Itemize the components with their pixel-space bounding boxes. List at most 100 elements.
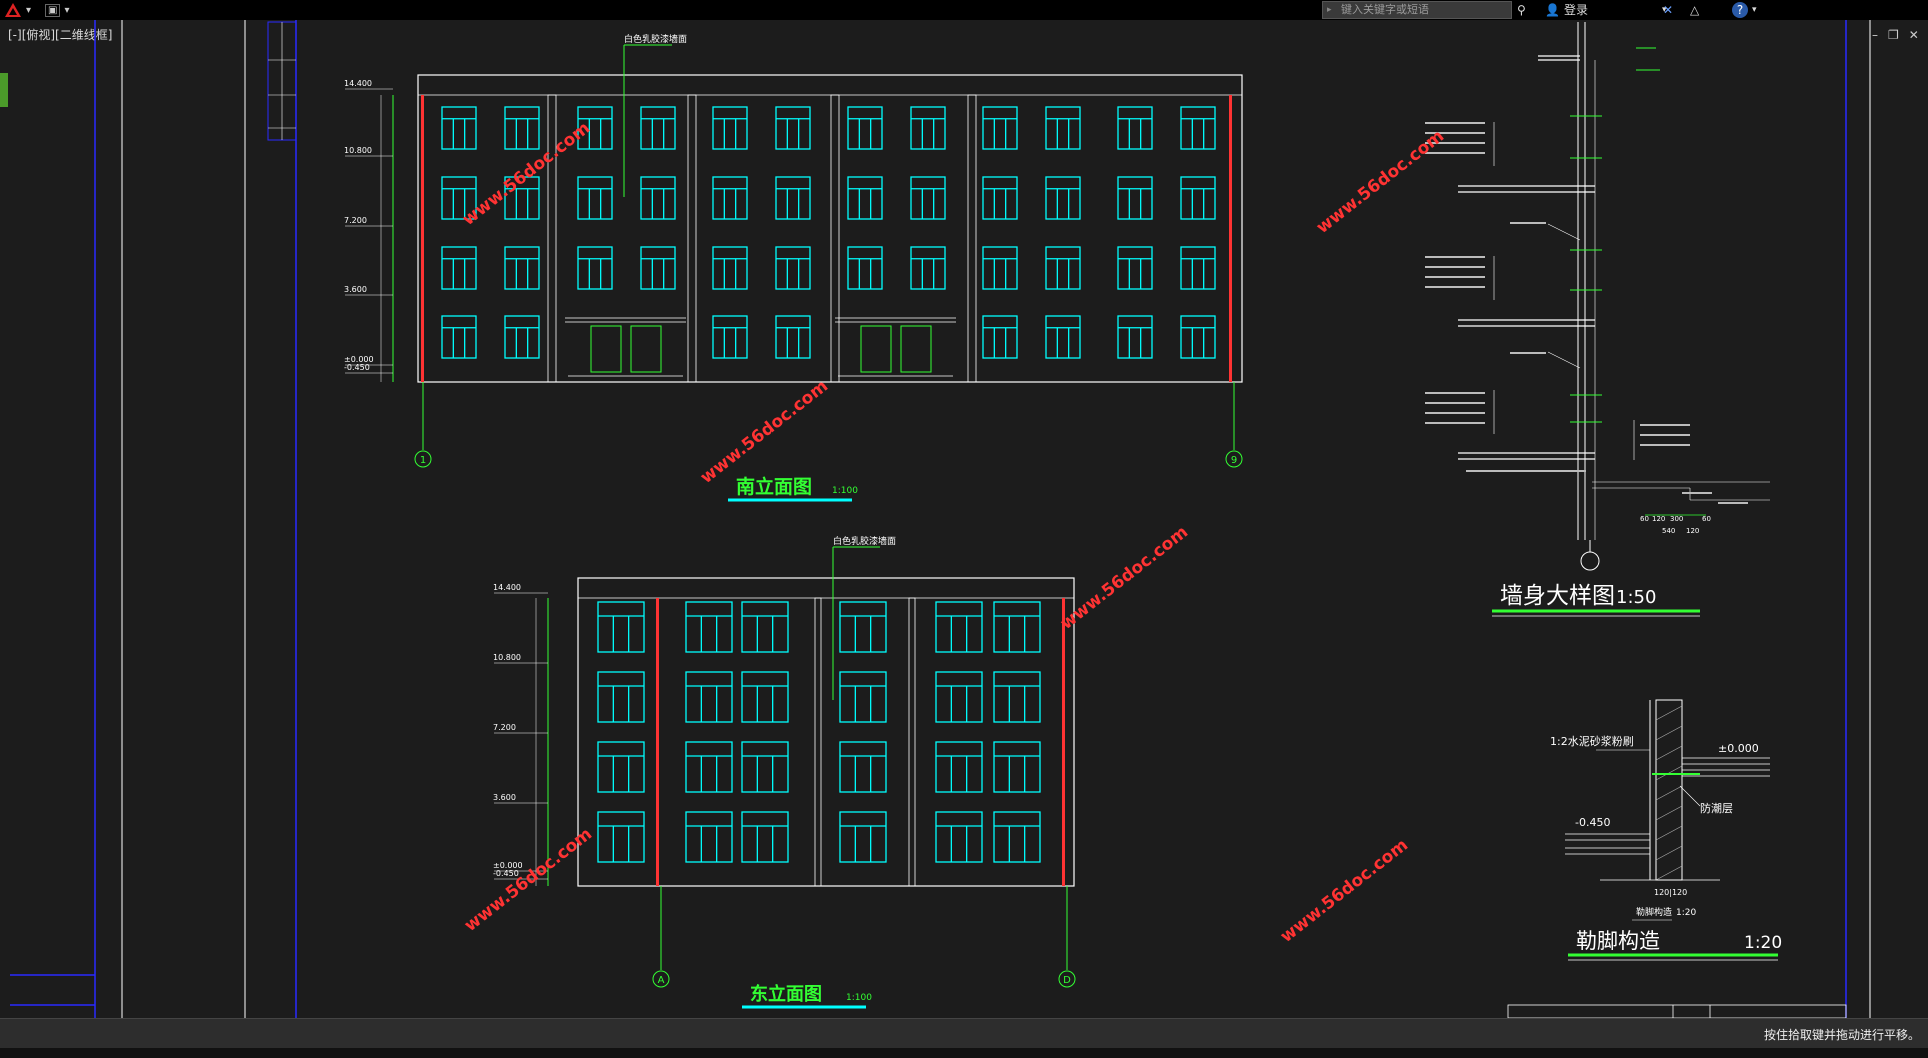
window bbox=[839, 671, 887, 723]
annotation-text-lines bbox=[1425, 122, 1748, 504]
level-text: 14.400 bbox=[493, 583, 521, 592]
left-palette-tab[interactable] bbox=[0, 73, 8, 107]
level-text: ±0.000 bbox=[493, 861, 523, 870]
pier bbox=[967, 94, 977, 383]
bottom-strip bbox=[0, 1048, 1928, 1058]
window bbox=[741, 741, 789, 793]
close-icon[interactable]: ✕ bbox=[1908, 28, 1919, 42]
login-button[interactable]: 👤 登录 ▾ bbox=[1545, 1, 1667, 19]
autocad-logo-icon[interactable] bbox=[4, 2, 22, 18]
svg-text:540: 540 bbox=[1662, 527, 1675, 535]
window bbox=[577, 106, 613, 150]
app-menu-dropdown-icon[interactable]: ▾ bbox=[26, 4, 32, 16]
window bbox=[1180, 315, 1216, 359]
window bbox=[1117, 176, 1153, 220]
plinth-hatch bbox=[1655, 705, 1683, 881]
watermark-3: www.56doc.com bbox=[1057, 522, 1192, 634]
window bbox=[839, 741, 887, 793]
restore-icon[interactable]: ❐ bbox=[1888, 28, 1899, 42]
window bbox=[775, 246, 811, 290]
pier bbox=[830, 94, 840, 383]
south-canopies bbox=[565, 317, 956, 377]
window bbox=[441, 176, 477, 220]
window bbox=[839, 601, 887, 653]
save-icon[interactable]: ▣ bbox=[45, 3, 61, 17]
plinth-level2: -0.450 bbox=[1575, 816, 1610, 829]
window bbox=[935, 741, 983, 793]
south-title: 南立面图 bbox=[736, 475, 812, 498]
svg-text:300: 300 bbox=[1670, 515, 1683, 523]
drawing-canvas[interactable]: 白色乳胶漆墙面 14.40010.8007.2003.600±0.000-0.4… bbox=[0, 20, 1928, 1018]
window bbox=[982, 106, 1018, 150]
south-piers bbox=[417, 94, 1243, 383]
window bbox=[775, 176, 811, 220]
window bbox=[577, 176, 613, 220]
svg-text:60: 60 bbox=[1640, 515, 1649, 523]
window bbox=[504, 176, 540, 220]
viewport-label[interactable]: [-][俯视][二维线框] bbox=[8, 28, 113, 42]
drawing-border bbox=[10, 20, 1847, 1018]
window bbox=[1180, 176, 1216, 220]
window bbox=[982, 315, 1018, 359]
level-text: -0.450 bbox=[344, 363, 370, 372]
window bbox=[685, 671, 733, 723]
search-expand-icon[interactable]: ▸ bbox=[1327, 5, 1332, 15]
autodesk360-icon[interactable]: △ bbox=[1690, 3, 1700, 17]
window bbox=[775, 315, 811, 359]
window bbox=[441, 246, 477, 290]
svg-text:60: 60 bbox=[1702, 515, 1711, 523]
pier bbox=[814, 597, 822, 887]
east-piers bbox=[814, 597, 916, 887]
east-windows bbox=[597, 601, 1041, 863]
title-block bbox=[1507, 1004, 1847, 1018]
watermark-1: www.56doc.com bbox=[459, 118, 594, 230]
window bbox=[577, 246, 613, 290]
window bbox=[712, 315, 748, 359]
window bbox=[597, 811, 645, 863]
help-icon[interactable]: ? bbox=[1732, 2, 1748, 18]
window bbox=[640, 246, 676, 290]
status-bar: 按住拾取键并拖动进行平移。 bbox=[0, 1018, 1928, 1049]
plinth-title: 勒脚构造 bbox=[1576, 929, 1660, 953]
window bbox=[441, 315, 477, 359]
window bbox=[935, 811, 983, 863]
pier bbox=[687, 94, 697, 383]
window bbox=[685, 811, 733, 863]
window bbox=[910, 246, 946, 290]
south-windows bbox=[441, 106, 1216, 359]
south-scale: 1:100 bbox=[832, 486, 858, 496]
search-input[interactable]: ▸ 键入关键字或短语 bbox=[1322, 1, 1512, 19]
exchange-icon[interactable]: ✕ bbox=[1663, 3, 1674, 17]
pier bbox=[547, 94, 557, 383]
window bbox=[504, 106, 540, 150]
drawing-window-controls: – ❐ ✕ bbox=[1872, 28, 1919, 42]
status-text: 按住拾取键并拖动进行平移。 bbox=[1763, 1028, 1920, 1042]
east-elevation: 白色乳胶漆墙面 14.40010.8007.2003.600±0.000-0.4… bbox=[493, 535, 1076, 1009]
window bbox=[712, 246, 748, 290]
window bbox=[982, 176, 1018, 220]
help-dropdown-icon[interactable]: ▾ bbox=[1752, 5, 1757, 15]
east-title: 东立面图 bbox=[750, 983, 822, 1005]
watermark-5: www.56doc.com bbox=[461, 824, 596, 936]
window bbox=[775, 106, 811, 150]
window bbox=[441, 106, 477, 150]
watermarks: www.56doc.com www.56doc.com www.56doc.co… bbox=[459, 118, 1448, 947]
window bbox=[993, 741, 1041, 793]
east-axis-right-bubble bbox=[1058, 970, 1076, 988]
window bbox=[1045, 246, 1081, 290]
window bbox=[1117, 246, 1153, 290]
level-text: 10.800 bbox=[493, 653, 521, 662]
window bbox=[597, 741, 645, 793]
binoculars-icon[interactable]: ⚲ bbox=[1517, 3, 1526, 17]
login-label: 登录 bbox=[1563, 3, 1588, 17]
login-dropdown-icon[interactable]: ▾ bbox=[1661, 5, 1667, 15]
window bbox=[712, 176, 748, 220]
level-text: ±0.000 bbox=[344, 355, 374, 364]
wall-scale: 1:50 bbox=[1616, 587, 1656, 608]
east-note: 白色乳胶漆墙面 bbox=[833, 535, 896, 547]
quick-access-dropdown-icon[interactable]: ▾ bbox=[64, 4, 70, 16]
minimize-icon[interactable]: – bbox=[1872, 28, 1878, 42]
title-bar: ▾ ▣ ▾ ▸ 键入关键字或短语 ⚲ 👤 登录 ▾ ✕ △ ? ▾ bbox=[0, 0, 1928, 20]
window bbox=[1180, 106, 1216, 150]
